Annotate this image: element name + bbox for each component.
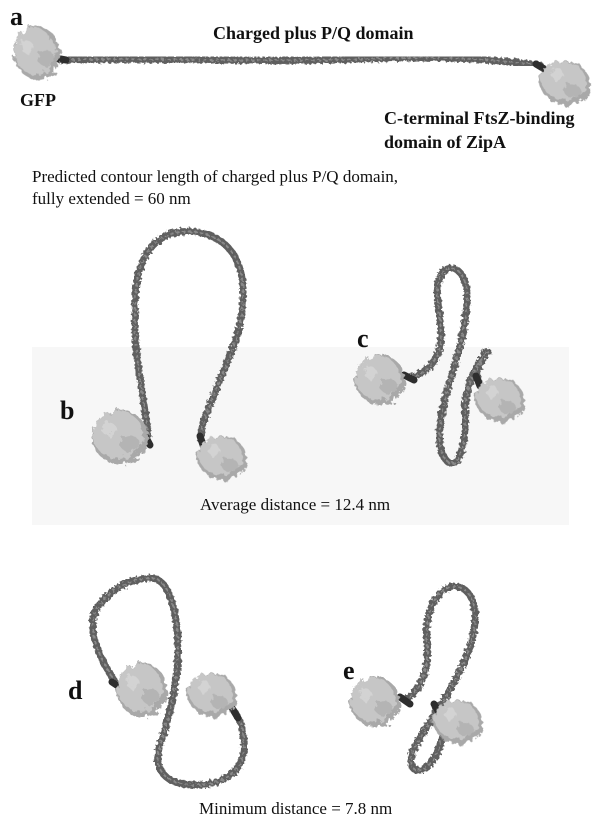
minimum-distance-caption: Minimum distance = 7.8 nm [199, 799, 392, 819]
chain-b-loop [135, 232, 243, 440]
panel-letter-d: d [68, 676, 82, 706]
panel-letter-e: e [343, 656, 355, 686]
gfp-domain-e [350, 677, 400, 727]
contour-text-line2: fully extended = 60 nm [32, 189, 191, 209]
gfp-domain-c [355, 355, 405, 405]
average-distance-caption: Average distance = 12.4 nm [200, 495, 390, 515]
linker-c-left [404, 375, 414, 380]
ftsz-binding-domain-a [534, 55, 596, 111]
contour-text-line1: Predicted contour length of charged plus… [32, 167, 398, 187]
panel-letter-a: a [10, 2, 23, 32]
charged-domain-label: Charged plus P/Q domain [213, 23, 414, 44]
gfp-label: GFP [20, 90, 56, 111]
panel-letter-b: b [60, 396, 74, 426]
cterm-label-line2: domain of ZipA [384, 132, 506, 153]
linker-c-right [476, 376, 480, 386]
gfp-domain-d [117, 663, 167, 717]
cterm-label-line1: C-terminal FtsZ-binding [384, 108, 575, 129]
panel-letter-c: c [357, 324, 369, 354]
chain-c-crossed [410, 268, 488, 463]
gfp-domain-b [92, 410, 148, 464]
chain-a-extended [60, 58, 540, 65]
